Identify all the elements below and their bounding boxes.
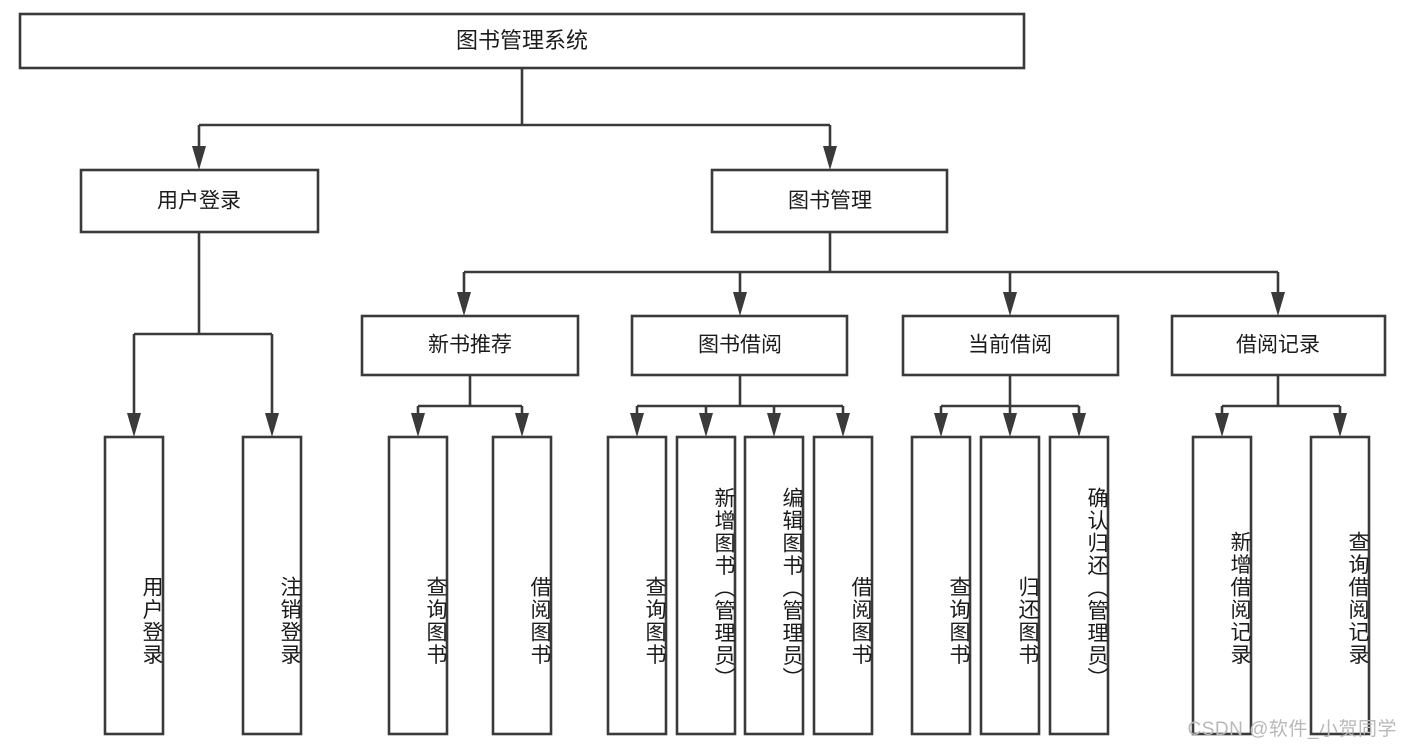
arrow-borrow-record-leaf-2 bbox=[1333, 413, 1347, 437]
arrow-to-user-login bbox=[192, 146, 206, 170]
node-borrow-record[interactable]: 借阅记录 bbox=[1170, 314, 1387, 377]
node-book-mgmt-box[interactable] bbox=[710, 168, 949, 234]
arrow-new-book-leaf-2 bbox=[515, 413, 529, 437]
leaf-box-book-borrow-1[interactable] bbox=[606, 435, 668, 736]
arrow-book-borrow-leaf-3 bbox=[767, 413, 781, 437]
node-new-book-box[interactable] bbox=[360, 314, 580, 377]
arrow-to-current-borrow bbox=[1003, 292, 1017, 316]
connector-group bbox=[127, 68, 1347, 437]
arrow-user-login-leaf-1 bbox=[127, 413, 141, 437]
leaf-box-new-book-2[interactable] bbox=[491, 435, 553, 736]
node-user-login-label: 用户登录 bbox=[157, 190, 241, 213]
arrow-to-book-mgmt bbox=[823, 146, 837, 170]
node-root[interactable]: 图书管理系统 bbox=[18, 12, 1026, 70]
arrow-new-book-leaf-1 bbox=[411, 413, 425, 437]
arrow-book-borrow-leaf-1 bbox=[630, 413, 644, 437]
node-book-borrow[interactable]: 图书借阅 bbox=[630, 314, 849, 377]
arrow-book-borrow-leaf-2 bbox=[699, 413, 713, 437]
node-book-borrow-box[interactable] bbox=[630, 314, 849, 377]
arrow-to-borrow-record bbox=[1271, 292, 1285, 316]
node-current-borrow-box[interactable] bbox=[901, 314, 1120, 377]
leaf-box-user-login-1[interactable] bbox=[103, 435, 165, 736]
node-book-borrow-label: 图书借阅 bbox=[698, 334, 782, 357]
node-root-box[interactable] bbox=[18, 12, 1026, 70]
leaf-box-borrow-record-2[interactable] bbox=[1309, 435, 1371, 736]
arrow-book-borrow-leaf-4 bbox=[836, 413, 850, 437]
arrow-user-login-leaf-2 bbox=[265, 413, 279, 437]
leaf-box-current-borrow-3[interactable] bbox=[1048, 435, 1110, 736]
leaf-box-current-borrow-1[interactable] bbox=[910, 435, 972, 736]
arrow-current-borrow-leaf-1 bbox=[934, 413, 948, 437]
node-user-login[interactable]: 用户登录 bbox=[79, 168, 320, 234]
arrow-to-new-book bbox=[457, 292, 471, 316]
leaf-box-book-borrow-3[interactable] bbox=[743, 435, 805, 736]
node-user-login-box[interactable] bbox=[79, 168, 320, 234]
leaf-box-group bbox=[103, 435, 1371, 736]
watermark: CSDN @软件_小贺同学 bbox=[1187, 719, 1397, 740]
node-borrow-record-label: 借阅记录 bbox=[1236, 334, 1320, 357]
node-new-book[interactable]: 新书推荐 bbox=[360, 314, 580, 377]
leaf-box-book-borrow-4[interactable] bbox=[812, 435, 874, 736]
arrow-borrow-record-leaf-1 bbox=[1215, 413, 1229, 437]
leaf-box-current-borrow-2[interactable] bbox=[979, 435, 1041, 736]
leaf-box-borrow-record-1[interactable] bbox=[1191, 435, 1253, 736]
node-book-mgmt-label: 图书管理 bbox=[788, 190, 872, 213]
node-new-book-label: 新书推荐 bbox=[428, 334, 512, 357]
node-book-mgmt[interactable]: 图书管理 bbox=[710, 168, 949, 234]
arrow-current-borrow-leaf-2 bbox=[1003, 413, 1017, 437]
leaf-box-new-book-1[interactable] bbox=[387, 435, 449, 736]
node-current-borrow[interactable]: 当前借阅 bbox=[901, 314, 1120, 377]
node-borrow-record-box[interactable] bbox=[1170, 314, 1387, 377]
node-root-label: 图书管理系统 bbox=[456, 28, 588, 53]
arrow-current-borrow-leaf-3 bbox=[1072, 413, 1086, 437]
leaf-box-book-borrow-2[interactable] bbox=[675, 435, 737, 736]
arrow-to-book-borrow bbox=[733, 292, 747, 316]
node-current-borrow-label: 当前借阅 bbox=[968, 334, 1052, 357]
leaf-box-user-login-2[interactable] bbox=[241, 435, 303, 736]
